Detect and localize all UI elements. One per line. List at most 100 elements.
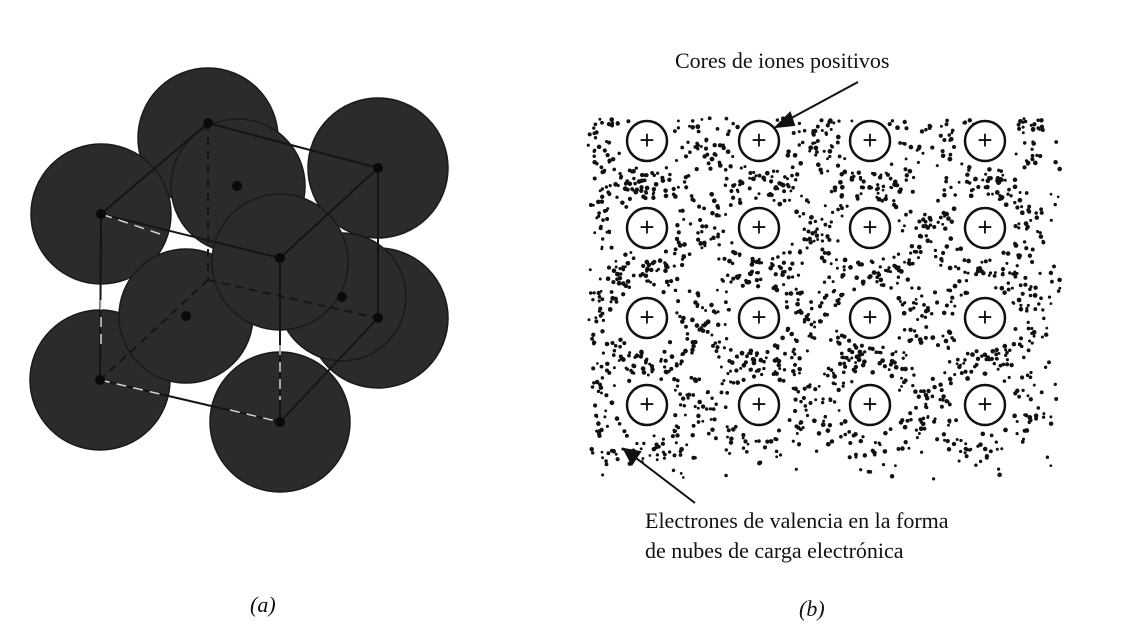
electron-dot [588,291,593,295]
electron-dot [609,290,614,294]
electron-dot [1017,197,1023,203]
electron-dot [717,143,723,148]
electron-dot [728,164,733,169]
electron-dot [836,335,840,340]
electron-dot [809,300,814,304]
electron-dot [808,149,812,153]
electron-dot [692,377,698,382]
electron-dot [611,280,616,285]
electron-dot [831,280,835,284]
electron-dot [696,413,701,419]
electron-dot [930,145,935,150]
electron-dot [947,423,950,427]
electron-dot [723,167,728,172]
electron-dot [681,315,686,321]
electron-dot [790,242,794,246]
electron-dot [617,151,621,156]
electron-dot [999,169,1004,173]
electron-dot [752,170,756,174]
electron-dot [1025,224,1030,230]
electron-dot [717,163,723,168]
electron-dot [981,178,985,182]
electron-dot [919,234,924,239]
electron-dot [966,271,970,275]
electron-dot [724,116,729,121]
electron-dot [618,172,622,176]
electron-dot [894,350,898,354]
electron-dot [905,418,910,423]
electron-dot [786,177,789,181]
electron-dot [826,236,830,239]
electron-dot [706,431,711,436]
electron-dot [908,209,913,214]
electron-dot [729,436,734,441]
electron-dot [604,185,609,189]
electron-dot [695,141,699,146]
electron-dot [746,442,750,446]
electron-dot [890,119,895,123]
electron-dot [594,319,599,324]
electron-dot [627,285,632,290]
electron-dot [800,140,805,145]
electron-dot [711,309,717,314]
electron-dot [940,259,944,263]
electron-dot [817,384,821,388]
electron-dot [590,336,595,341]
electron-dot [618,344,622,349]
electron-dot [713,436,718,441]
electron-dot [956,266,961,271]
electron-dot [695,124,701,130]
electron-dot [819,171,824,175]
electron-dot [813,128,818,134]
electron-dot [839,193,845,198]
electron-dot [600,187,605,191]
electron-dot [794,287,798,291]
electron-dot [963,270,967,274]
electron-dot [667,369,671,373]
ion-core: + [625,383,669,427]
electron-dot [1025,160,1031,166]
electron-dot [690,125,695,130]
electron-dot [941,250,946,256]
electron-dot [1027,415,1033,420]
electron-dot [881,188,885,192]
electron-dot [760,372,764,377]
electron-dot [903,167,908,172]
electron-dot [923,308,929,314]
electron-dot [675,311,679,315]
electron-dot [607,191,612,197]
electron-dot [822,258,827,264]
ion-core: + [848,119,892,163]
bcc-lattice-panel [29,67,449,493]
electron-dot [1028,397,1033,402]
electron-dot [855,260,861,265]
electron-dot [929,311,934,316]
electron-dot [1039,296,1043,301]
electron-dot [1006,287,1011,292]
electron-dot [1002,379,1007,383]
electron-dot [731,121,735,126]
electron-dot [686,392,692,397]
electron-dot [625,367,629,371]
electron-dot [978,442,983,447]
electron-dot [808,220,813,225]
electron-dot [994,286,998,290]
electron-dot [633,181,637,186]
electron-dot [898,141,902,145]
electron-dot [795,301,800,307]
electron-dot [988,271,993,275]
electron-dot [935,437,940,442]
electron-dot [916,244,922,250]
electron-dot [681,476,685,479]
electron-dot [593,122,598,127]
electron-dot [723,405,728,410]
ion-circle [848,206,892,250]
electron-dot [1053,159,1058,165]
electron-dot [992,361,996,366]
electron-dot [731,276,736,281]
electron-dot [829,262,833,266]
electron-dot [812,418,816,423]
electron-dot [941,334,945,338]
electron-dot [896,295,902,301]
electron-dot [983,185,988,190]
